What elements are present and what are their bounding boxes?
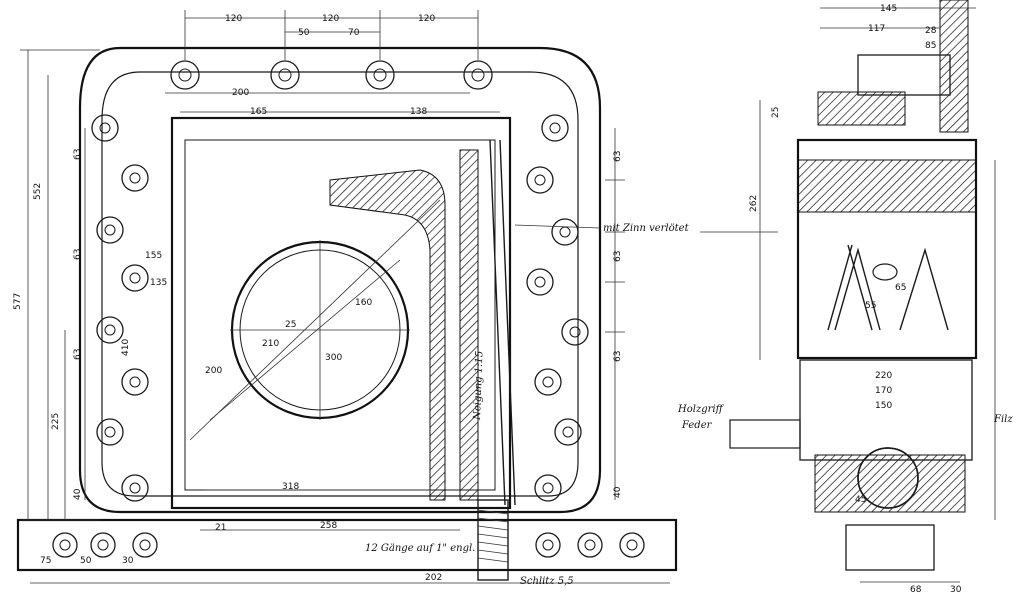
label-top-6: 200 (232, 88, 249, 98)
label-top-5: 70 (348, 28, 360, 38)
label-side-14: 68 (910, 585, 922, 595)
bolt-holes-top (170, 60, 493, 90)
label-mid-6: 135 (150, 278, 167, 288)
threaded-stud (477, 499, 509, 581)
label-side-4: 28 (925, 26, 937, 36)
right-dimensions (605, 128, 625, 500)
side-springs (827, 244, 949, 331)
note-feder: Feder (681, 420, 713, 431)
label-right-1: 63 (613, 151, 623, 162)
label-top-2: 120 (322, 14, 339, 24)
label-side-12: 45 (855, 495, 866, 505)
side-column (939, 0, 969, 133)
base-bolts (52, 532, 645, 558)
label-mid-4: 300 (325, 353, 342, 363)
label-side-11: 55 (865, 301, 876, 311)
bolt-holes-left (91, 114, 149, 502)
top-dimensions (165, 10, 500, 113)
slide-rails (489, 139, 516, 506)
label-left-7: 40 (73, 488, 83, 500)
label-side-7: 220 (875, 371, 892, 381)
note-filz: Filz (993, 414, 1013, 425)
left-dimensions (20, 49, 100, 521)
label-right-3: 63 (613, 351, 623, 362)
construction-lines (189, 199, 441, 441)
label-bot-7: 30 (122, 556, 134, 566)
side-view (729, 0, 996, 583)
label-side-9: 150 (875, 401, 892, 411)
label-top-3: 120 (418, 14, 435, 24)
handle (729, 419, 801, 449)
label-top-7: 165 (250, 107, 267, 117)
inner-flange-outline (101, 71, 579, 497)
side-top-block (857, 54, 951, 96)
label-left-1: 577 (13, 293, 23, 310)
label-bot-6: 50 (80, 556, 92, 566)
label-bot-5: 75 (40, 556, 51, 566)
dimension-labels: 120 120 120 50 70 200 165 138 577 552 22… (13, 4, 962, 595)
label-bot-3: 202 (425, 573, 442, 583)
side-foot (845, 524, 935, 571)
front-view (16, 10, 678, 584)
annotation-notes: mit Zinn verlötet 12 Gänge auf 1" engl. … (365, 223, 1013, 587)
label-side-6: 25 (771, 107, 781, 118)
label-top-8: 138 (410, 107, 427, 117)
label-right-2: 63 (613, 251, 623, 262)
label-left-3: 225 (51, 413, 61, 430)
label-top-1: 120 (225, 14, 242, 24)
label-mid-7: 155 (145, 251, 162, 261)
label-left-6: 63 (73, 349, 83, 360)
note-verlotet: mit Zinn verlötet (603, 223, 690, 234)
side-body (796, 138, 978, 360)
label-side-8: 170 (875, 386, 892, 396)
label-mid-1: 160 (355, 298, 372, 308)
side-header (797, 159, 977, 213)
label-side-3: 85 (925, 41, 936, 51)
label-bot-4: 21 (215, 523, 226, 533)
note-holzgriff: Holzgriff (677, 404, 725, 415)
label-left-5: 63 (73, 249, 83, 260)
hatched-strip (459, 149, 479, 501)
side-top-bracket (817, 91, 906, 126)
label-bot-2: 258 (320, 521, 337, 531)
label-right-4: 40 (613, 486, 623, 498)
label-side-10: 65 (895, 283, 906, 293)
label-top-4: 50 (298, 28, 310, 38)
label-left-4: 63 (73, 149, 83, 160)
note-schlitz: Schlitz 5,5 (520, 576, 574, 587)
label-side-5: 262 (749, 195, 759, 212)
label-side-2: 117 (868, 24, 885, 34)
label-left-2: 552 (33, 183, 43, 200)
note-leader (514, 224, 601, 229)
side-slot (872, 263, 898, 281)
base-plate (16, 518, 678, 572)
inner-frame (170, 116, 512, 510)
label-side-1: 145 (880, 4, 897, 14)
label-side-13: 30 (950, 585, 962, 595)
side-base (814, 454, 966, 513)
note-schrauben: 12 Gänge auf 1" engl. (365, 543, 475, 554)
note-neigung: Neigung 1:15 (472, 351, 485, 422)
label-mid-5: 200 (205, 366, 222, 376)
bottom-dimensions (30, 489, 670, 584)
label-mid-3: 210 (262, 339, 279, 349)
label-mid-8: 410 (121, 339, 131, 356)
bolt-holes-right (526, 114, 589, 502)
outer-flange-outline (78, 46, 602, 514)
label-mid-2: 25 (285, 320, 296, 330)
label-bot-1: 318 (282, 482, 299, 492)
hatched-wedge (329, 169, 446, 501)
